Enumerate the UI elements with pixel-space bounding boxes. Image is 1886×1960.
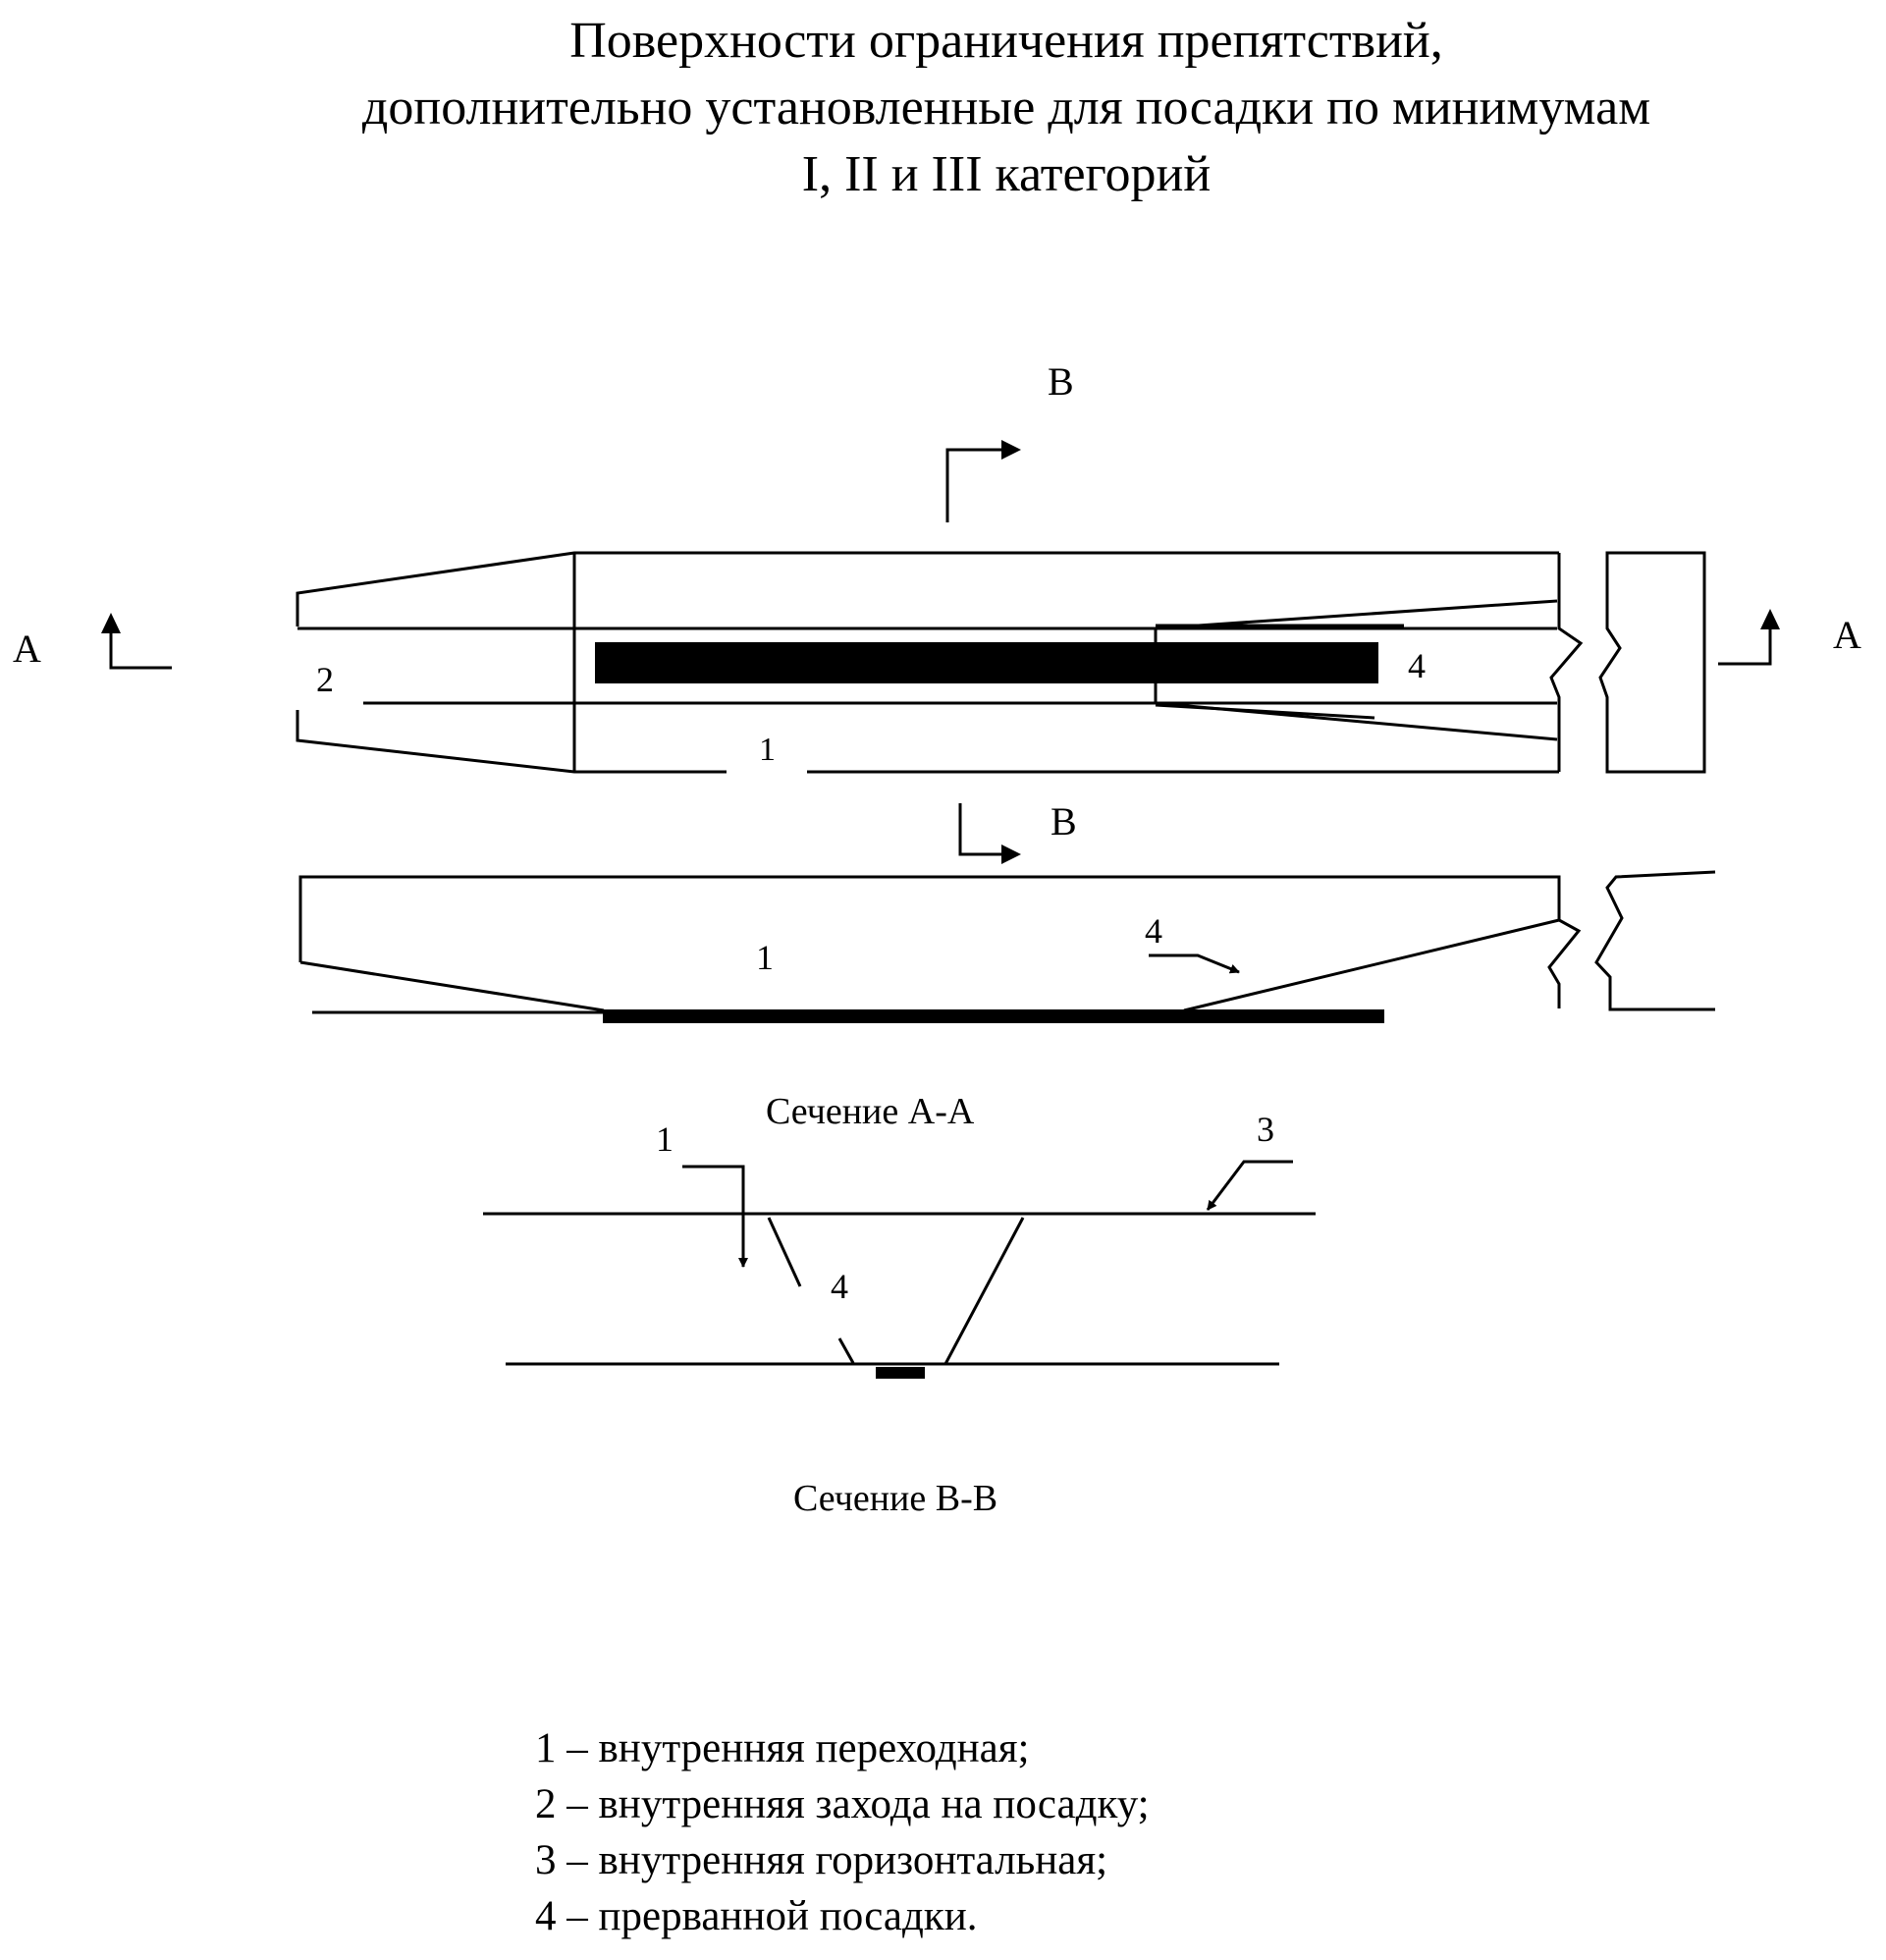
- section-a-left-marker: [109, 628, 172, 670]
- plan-far-block: [1598, 551, 1706, 774]
- runway-plan: [595, 642, 1378, 683]
- plan-balked-landing-top-edge: [1155, 599, 1558, 630]
- section-b-bottom-marker: [958, 803, 1001, 856]
- plan-section-b-top-label: В: [1048, 359, 1074, 404]
- section-a-right-arrowhead: [1760, 609, 1780, 629]
- plan-outline-top: [296, 551, 1559, 626]
- runway-section-aa: [876, 1367, 925, 1379]
- plan-surface-label-4: 4: [1408, 646, 1426, 685]
- section-aa-slope-left-lower: [837, 1337, 855, 1364]
- section-aa-label-1-leader: [682, 1165, 748, 1268]
- legend-item-4: 4 – прерванной посадки.: [535, 1893, 978, 1939]
- section-aa-surface-label-1: 1: [656, 1119, 674, 1159]
- section-a-left-arrowhead: [101, 613, 121, 633]
- plan-balked-landing-inner-bottom: [1155, 703, 1375, 720]
- legend-item-2: 2 – внутренняя захода на посадку;: [535, 1781, 1150, 1827]
- profile-surface-label-1: 1: [756, 938, 774, 977]
- profile-transitional-left: [299, 960, 605, 1012]
- legend: 1 – внутренняя переходная; 2 – внутрення…: [535, 1720, 1150, 1944]
- plan-section-a-left-label: А: [13, 626, 41, 671]
- section-aa-slope-left-upper: [767, 1217, 802, 1287]
- profile-balked-landing-slope: [1183, 918, 1560, 1012]
- section-aa-label-3-leader: [1206, 1160, 1293, 1211]
- plan-outline-bottom-left: [296, 710, 727, 774]
- profile-label-4-leader: [1149, 953, 1240, 974]
- section-aa-surface-label-4: 4: [831, 1267, 848, 1306]
- title-line-3: I, II и III категорий: [801, 146, 1212, 202]
- plan-surface-label-1: 1: [759, 732, 776, 768]
- section-aa-caption: Сечение А-А: [766, 1091, 975, 1132]
- plan-surface-label-2: 2: [316, 660, 334, 699]
- plan-break-right: [1549, 553, 1584, 772]
- runway-profile: [603, 1009, 1384, 1023]
- legend-item-3: 3 – внутренняя горизонтальная;: [535, 1837, 1108, 1883]
- plan-view: [101, 440, 1780, 774]
- section-a-right-marker: [1718, 625, 1772, 666]
- profile-far-block: [1594, 870, 1716, 1011]
- section-aa-view: [483, 1160, 1316, 1366]
- profile-surface-label-4: 4: [1145, 911, 1162, 951]
- title-line-1: Поверхности ограничения препятствий,: [569, 13, 1443, 69]
- legend-item-1: 1 – внутренняя переходная;: [535, 1725, 1030, 1771]
- section-b-top-arrowhead: [1001, 440, 1021, 460]
- section-bb-caption: Сечение В-В: [793, 1478, 997, 1519]
- plan-section-a-right-label: А: [1833, 613, 1861, 657]
- section-aa-surface-label-3: 3: [1257, 1110, 1274, 1149]
- profile-view: [298, 803, 1716, 1014]
- title-line-2: дополнительно установленные для посадки …: [361, 80, 1651, 136]
- section-aa-slope-right: [943, 1217, 1025, 1365]
- profile-section-b-label: В: [1051, 799, 1077, 844]
- section-b-top-marker: [945, 448, 1001, 522]
- section-b-bottom-arrowhead: [1001, 844, 1021, 864]
- profile-outline: [298, 875, 1582, 1008]
- page-title: Поверхности ограничения препятствий, доп…: [0, 8, 1886, 208]
